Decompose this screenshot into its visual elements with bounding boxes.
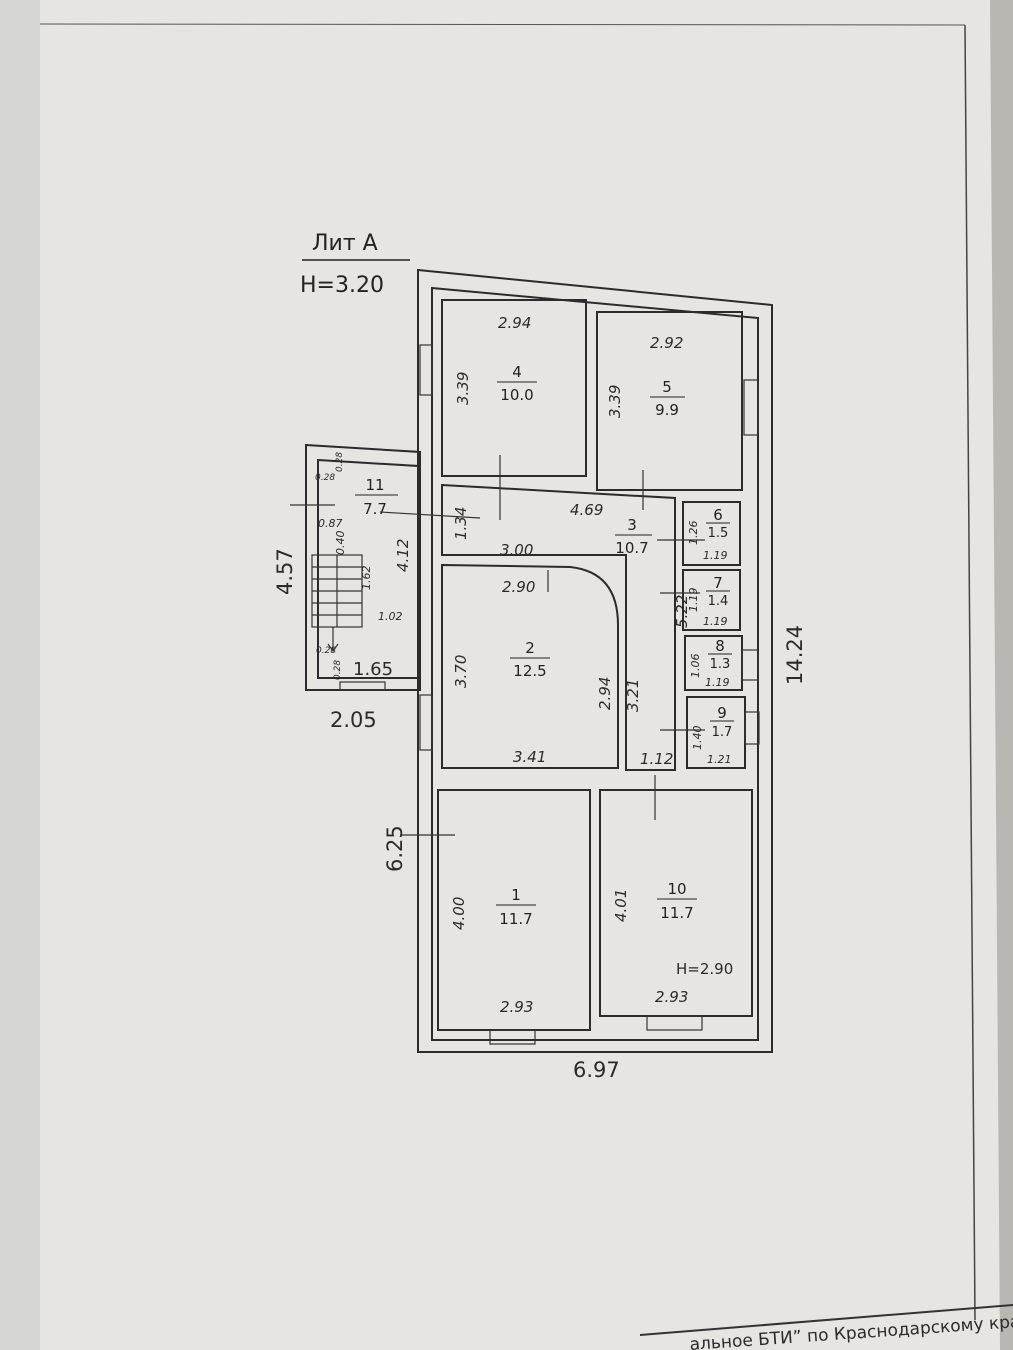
svg-text:1.3: 1.3	[710, 657, 731, 672]
svg-text:9: 9	[717, 704, 727, 722]
dim: 1.12	[640, 750, 673, 768]
dim: 2.92	[650, 334, 683, 352]
svg-text:1.4: 1.4	[708, 594, 729, 609]
total-width: 6.97	[573, 1058, 620, 1082]
room-7-label: 71.4	[706, 574, 730, 609]
svg-text:7: 7	[713, 574, 723, 592]
svg-text:5: 5	[662, 378, 672, 396]
dim: 1.40	[691, 726, 704, 751]
liter-title: Лит А	[312, 231, 378, 256]
room-10-height: H=2.90	[676, 960, 733, 978]
dim: 1.21	[707, 753, 732, 766]
room-labels: 410.0 59.9 117.7 310.7 212.5 61.5 71.4 8…	[355, 363, 734, 928]
dim: 1.65	[353, 659, 393, 680]
dim: 4.12	[394, 539, 412, 572]
room-8-label: 81.3	[708, 637, 732, 672]
ceiling-height: H=3.20	[300, 273, 384, 298]
svg-text:11: 11	[365, 476, 384, 494]
dim: 1.34	[452, 507, 470, 540]
svg-text:1: 1	[511, 886, 521, 904]
outer-walls	[305, 268, 773, 1053]
dim: 0.40	[334, 531, 347, 556]
dim: 3.41	[513, 748, 546, 766]
page-frame-right	[964, 24, 976, 1321]
dim: 6.25	[383, 825, 407, 872]
dim: 2.90	[502, 578, 535, 596]
dim: 5.22	[673, 595, 691, 628]
room-1-label: 111.7	[496, 886, 536, 928]
dim: 4.69	[570, 501, 603, 519]
dim: 2.93	[655, 988, 688, 1006]
page-frame-top	[39, 23, 966, 26]
dim: 1.26	[687, 521, 700, 546]
svg-text:2: 2	[525, 639, 535, 657]
dim: 0.87	[318, 517, 343, 530]
windows	[339, 344, 760, 1045]
dim: 1.19	[703, 615, 728, 628]
svg-text:4: 4	[512, 363, 522, 381]
svg-text:9.9: 9.9	[655, 401, 679, 419]
svg-text:10: 10	[667, 880, 686, 898]
leader-lines	[290, 455, 705, 836]
dim: 1.19	[705, 676, 730, 689]
dimension-labels: 2.94 3.39 2.92 3.39 4.69 1.34 3.00 2.90 …	[273, 314, 807, 1082]
svg-text:1.5: 1.5	[708, 526, 729, 541]
dim: 3.70	[452, 655, 470, 688]
dim: 0.28	[315, 473, 335, 483]
dim: 0.28	[333, 660, 343, 680]
room-10-label: 10 11.7	[657, 880, 697, 922]
annex-length: 4.57	[273, 548, 297, 595]
dim: 3.21	[624, 679, 642, 712]
dim: 1.19	[687, 588, 700, 613]
room-6-label: 61.5	[706, 506, 730, 541]
room-11-label: 117.7	[355, 476, 398, 518]
paper-sheet	[40, 0, 1000, 1350]
svg-text:12.5: 12.5	[513, 662, 546, 680]
svg-text:6: 6	[713, 506, 723, 524]
dim: 1.62	[360, 566, 373, 591]
dim: 4.00	[450, 897, 468, 930]
dim: 2.93	[500, 998, 533, 1016]
svg-text:7.7: 7.7	[363, 500, 387, 518]
dim: 1.02	[378, 610, 403, 623]
room-2-label: 212.5	[510, 639, 550, 680]
dim: 3.39	[606, 385, 624, 418]
total-length: 14.24	[783, 625, 807, 685]
dim: 4.01	[612, 889, 630, 922]
dim: 1.06	[689, 654, 702, 679]
dim: 2.94	[596, 677, 614, 710]
staircase	[311, 554, 363, 653]
binder-page	[0, 0, 45, 1350]
svg-text:10.0: 10.0	[500, 386, 533, 404]
rooms-outlines	[437, 299, 753, 1031]
room-4-label: 410.0	[497, 363, 537, 404]
dim: 0.28	[316, 646, 336, 656]
svg-text:11.7: 11.7	[499, 910, 532, 928]
svg-text:8: 8	[715, 637, 725, 655]
footer-line	[639, 1304, 1013, 1336]
dim: 3.00	[500, 541, 533, 559]
dim: 0.28	[335, 452, 345, 472]
svg-text:1.7: 1.7	[712, 725, 733, 740]
svg-text:11.7: 11.7	[660, 904, 693, 922]
room-5-label: 59.9	[650, 378, 685, 419]
dim: 1.19	[703, 549, 728, 562]
dim: 3.39	[454, 372, 472, 405]
annex-width: 2.05	[330, 708, 377, 732]
room-9-label: 91.7	[710, 704, 734, 740]
room-3-label: 310.7	[615, 516, 652, 557]
dim: 2.94	[498, 314, 531, 332]
svg-text:3: 3	[627, 516, 637, 534]
svg-text:10.7: 10.7	[615, 539, 648, 557]
